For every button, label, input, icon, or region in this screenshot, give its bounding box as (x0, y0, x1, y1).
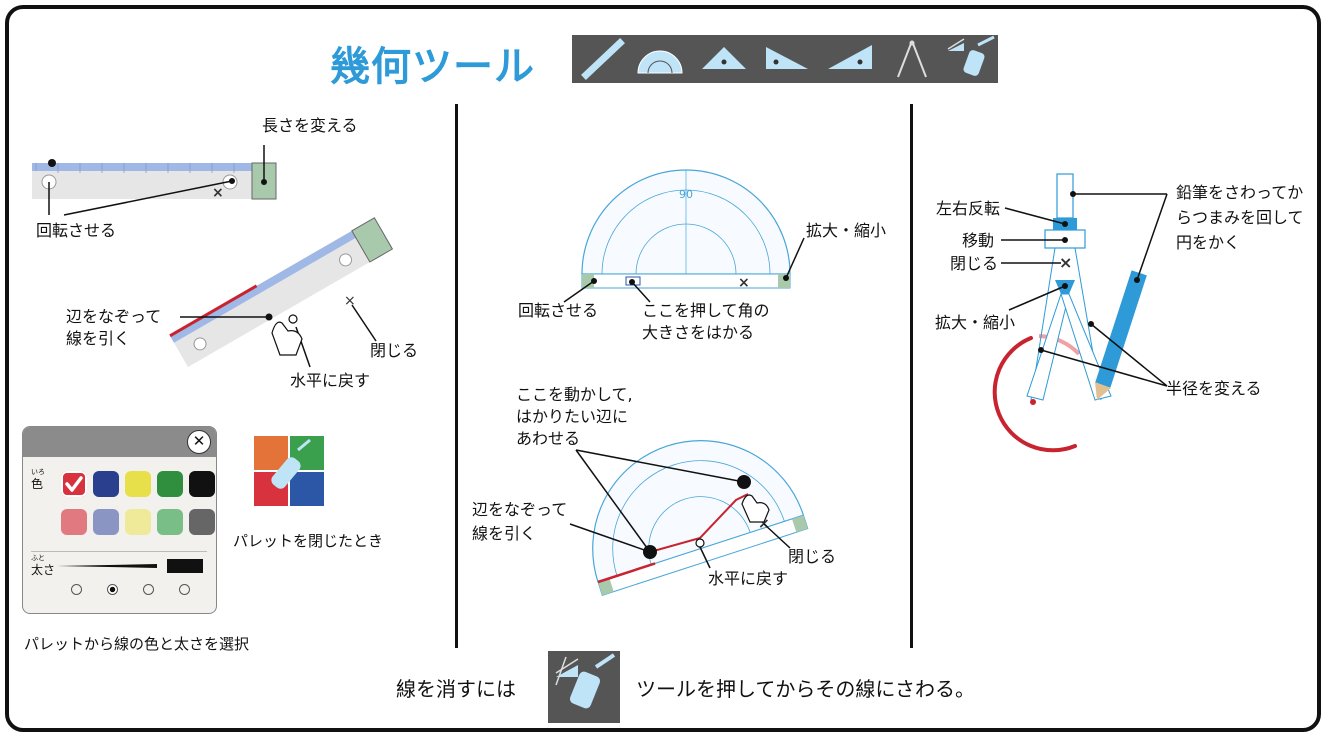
label-compass-resize: 拡大・縮小 (935, 313, 1016, 332)
eraser-icon[interactable] (942, 35, 998, 83)
width-option-selected[interactable] (107, 584, 118, 595)
width-label: 太さ (31, 563, 56, 577)
palette-header (23, 427, 216, 457)
color-swatch[interactable] (157, 509, 183, 535)
ruler-diagram: × × (32, 145, 394, 368)
ruler-scale (32, 163, 258, 171)
palette-closed-icon[interactable] (254, 436, 324, 508)
hand-pointer-icon (271, 321, 303, 356)
label-ruler-level: 水平に戻す (290, 371, 371, 390)
label-compass-close: 閉じる (950, 254, 999, 273)
eraser-icon (555, 653, 616, 709)
color-swatch-selected[interactable] (61, 471, 87, 497)
footer-text-before: 線を消すには (396, 677, 516, 701)
color-ruby: いろ (31, 468, 45, 476)
compass-diagram: × (992, 173, 1168, 453)
protractor-diagram: 90 × × (563, 169, 809, 596)
width-option[interactable] (143, 584, 154, 595)
label-protractor-rotate: 回転させる (518, 301, 599, 320)
color-swatch[interactable] (189, 471, 215, 497)
label-protractor-align: ここを動かして, はかりたい辺に あわせる (516, 385, 633, 448)
color-swatch[interactable] (157, 471, 183, 497)
width-preview (57, 559, 203, 573)
svg-text:×: × (344, 293, 356, 309)
label-compass-move: 移動 (962, 231, 995, 250)
label-compass-flip: 左右反転 (936, 199, 1001, 218)
set-square-icon[interactable] (822, 35, 878, 83)
label-change-length: 長さを変える (262, 116, 358, 135)
label-compass-radius: 半径を変える (1166, 379, 1262, 398)
right-triangle-ruler-icon[interactable] (758, 35, 814, 83)
svg-text:×: × (212, 185, 224, 201)
svg-text:×: × (1059, 253, 1072, 272)
color-palette-panel: ✕ いろ 色 ふと 太さ (22, 426, 217, 614)
page-frame (5, 5, 1321, 732)
page-title: 幾何ツール (330, 44, 535, 90)
hand-pointer-icon (741, 494, 770, 523)
width-ruby: ふと (31, 554, 45, 562)
color-swatch[interactable] (93, 509, 119, 535)
width-option[interactable] (179, 584, 190, 595)
color-swatch[interactable] (125, 509, 151, 535)
width-option[interactable] (71, 584, 82, 595)
palette-closed-caption: パレットを閉じたとき (233, 532, 384, 550)
color-swatch[interactable] (189, 509, 215, 535)
ruler-icon[interactable] (576, 35, 632, 83)
isosceles-triangle-ruler-icon[interactable] (696, 35, 752, 83)
svg-text:×: × (738, 275, 750, 291)
label-ruler-rotate: 回転させる (36, 221, 117, 240)
label-ruler-trace: 辺をなぞって 線を引く (66, 307, 162, 348)
section-divider-left (455, 104, 458, 648)
label-protractor-measure: ここを押して角の 大きさをはかる (642, 301, 770, 342)
svg-text:×: × (758, 516, 770, 532)
footer-text-after: ツールを押してからその線にさわる。 (636, 677, 975, 701)
eraser-tool-button[interactable] (548, 651, 620, 723)
color-label: 色 (31, 477, 44, 491)
color-swatch[interactable] (125, 471, 151, 497)
color-swatch[interactable] (93, 471, 119, 497)
palette-close-icon[interactable]: ✕ (187, 430, 211, 454)
label-ruler-close: 閉じる (370, 341, 419, 360)
protractor-icon[interactable] (632, 35, 688, 83)
label-protractor-level: 水平に戻す (708, 569, 789, 588)
label-protractor-close: 閉じる (788, 547, 837, 566)
label-compass-draw: 鉛筆をさわってか らつまみを回して 円をかく (1176, 183, 1304, 252)
section-divider-right (910, 104, 913, 648)
palette-caption: パレットから線の色と太さを選択 (24, 635, 250, 653)
label-protractor-resize: 拡大・縮小 (806, 221, 887, 240)
color-swatch[interactable] (61, 509, 87, 535)
label-protractor-trace: 辺をなぞって 線を引く (472, 500, 568, 543)
protractor-center-label: 90 (679, 188, 693, 201)
compass-icon[interactable] (884, 35, 940, 83)
geometry-toolbar (572, 35, 998, 83)
